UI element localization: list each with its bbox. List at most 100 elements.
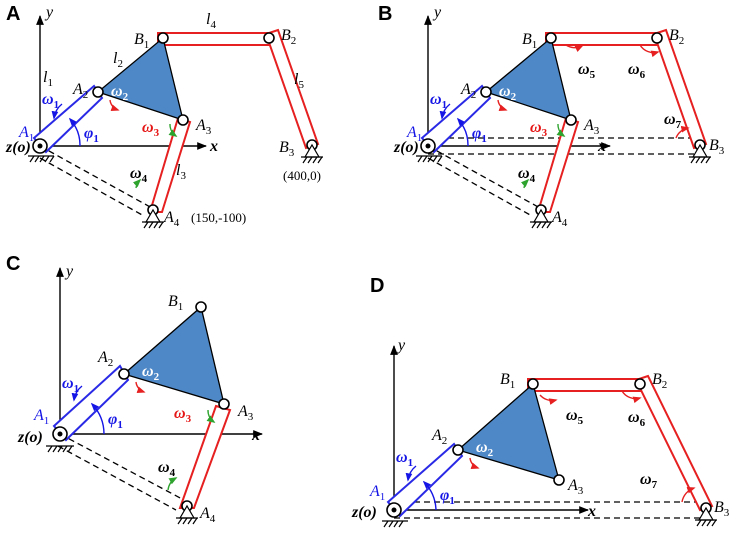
w1-arc: [439, 103, 451, 120]
w4-arc: [520, 178, 530, 189]
label-a4: A4: [163, 209, 180, 229]
w4-arc: [132, 178, 142, 189]
joint-b2: [651, 32, 663, 44]
label-w1: ω1: [42, 91, 59, 111]
label-l4: l4: [206, 11, 216, 31]
label-b1: B1: [522, 31, 537, 51]
x-axis-label: x: [251, 427, 260, 444]
panel-b: B y x: [378, 3, 725, 229]
y-axis-label: y: [432, 4, 442, 21]
w6-arc: [639, 44, 660, 58]
ground-b3: [695, 506, 717, 527]
label-l5: l5: [294, 71, 304, 91]
link-b1b2: [527, 378, 643, 392]
joint-a2: [92, 86, 104, 98]
y-axis-label: y: [44, 4, 54, 21]
w6-arc: [621, 390, 642, 404]
label-phi1: φ1: [440, 487, 455, 507]
panel-label-b: B: [378, 3, 392, 25]
w1-arc: [71, 385, 83, 402]
dashed-line: [39, 145, 153, 209]
joint-a3: [218, 398, 230, 410]
y-axis-label: y: [64, 263, 74, 280]
label-w1: ω1: [396, 449, 413, 469]
panel-a: A y x: [5, 3, 323, 229]
origin-label: z(o): [5, 139, 31, 156]
phi1-arc: [422, 480, 437, 511]
panel-label-d: D: [370, 275, 384, 297]
panel-label-a: A: [6, 3, 20, 25]
w3-arc: [168, 123, 178, 137]
coupler-triangle: [96, 36, 184, 121]
dashed-line: [427, 145, 541, 209]
label-b1: B1: [134, 31, 149, 51]
dashed-line: [57, 445, 177, 511]
label-w3: ω3: [530, 119, 548, 139]
label-w5: ω5: [578, 61, 596, 81]
joint-b1: [527, 378, 539, 390]
label-l1: l1: [43, 69, 53, 89]
w3-arc: [556, 123, 566, 137]
label-w4: ω4: [158, 459, 176, 479]
label-w1: ω1: [62, 375, 79, 395]
w1-arc: [51, 103, 63, 120]
label-a2: A2: [460, 81, 476, 101]
phi1-arc: [68, 117, 81, 147]
label-a1: A1: [406, 124, 422, 144]
w2-arc: [469, 457, 480, 469]
w3-arc: [206, 409, 216, 423]
label-w7: ω7: [664, 111, 682, 131]
joint-b1: [195, 301, 207, 313]
ground-a1: [416, 155, 443, 163]
label-l3: l3: [176, 162, 186, 182]
label-w4: ω4: [518, 165, 536, 185]
label-w6: ω6: [628, 61, 646, 81]
w4-arc: [167, 477, 178, 491]
dashed-line: [59, 433, 185, 501]
joint-a3: [565, 114, 577, 126]
w2-arc: [109, 99, 120, 111]
label-b2: B2: [669, 27, 684, 47]
joint-b1: [157, 32, 169, 44]
label-b2: B2: [281, 27, 296, 47]
label-w7: ω7: [640, 471, 658, 491]
coord-b3: (400,0): [283, 168, 321, 183]
link-b2b3: [634, 374, 714, 512]
joint-a2: [452, 444, 464, 456]
ground-a4: [176, 504, 198, 525]
phi1-arc: [456, 117, 469, 147]
w7-arc: [681, 486, 696, 503]
phi1-arc: [90, 402, 105, 435]
ground-b3: [689, 143, 711, 164]
label-w1: ω1: [430, 91, 447, 111]
label-a2: A2: [431, 427, 447, 447]
label-b1: B1: [168, 293, 183, 313]
ground-b3: [301, 143, 323, 164]
label-w4: ω4: [130, 165, 148, 185]
label-phi1: φ1: [84, 125, 99, 145]
label-a1: A1: [33, 407, 49, 427]
origin-label: z(o): [351, 504, 377, 521]
x-axis-label: x: [587, 503, 596, 520]
label-w6: ω6: [628, 409, 646, 429]
coupler-triangle: [456, 382, 560, 481]
label-w2: ω2: [499, 83, 517, 103]
label-a3: A3: [583, 117, 600, 137]
joint-b2: [634, 378, 646, 390]
panel-d: D y x z(o) A1: [351, 275, 730, 528]
label-phi1: φ1: [472, 125, 487, 145]
label-a4: A4: [199, 505, 216, 525]
coord-a4: (150,-100): [191, 210, 246, 225]
x-axis-label: x: [209, 138, 218, 155]
label-b3: B3: [279, 139, 295, 159]
label-w3: ω3: [174, 405, 192, 425]
joint-a2: [118, 368, 130, 380]
label-w2: ω2: [111, 83, 129, 103]
origin-label: z(o): [17, 429, 43, 446]
joint-a3: [553, 474, 565, 486]
coupler-triangle: [122, 305, 225, 405]
label-a4: A4: [551, 209, 568, 229]
panel-label-c: C: [6, 253, 20, 275]
label-w3: ω3: [142, 119, 160, 139]
